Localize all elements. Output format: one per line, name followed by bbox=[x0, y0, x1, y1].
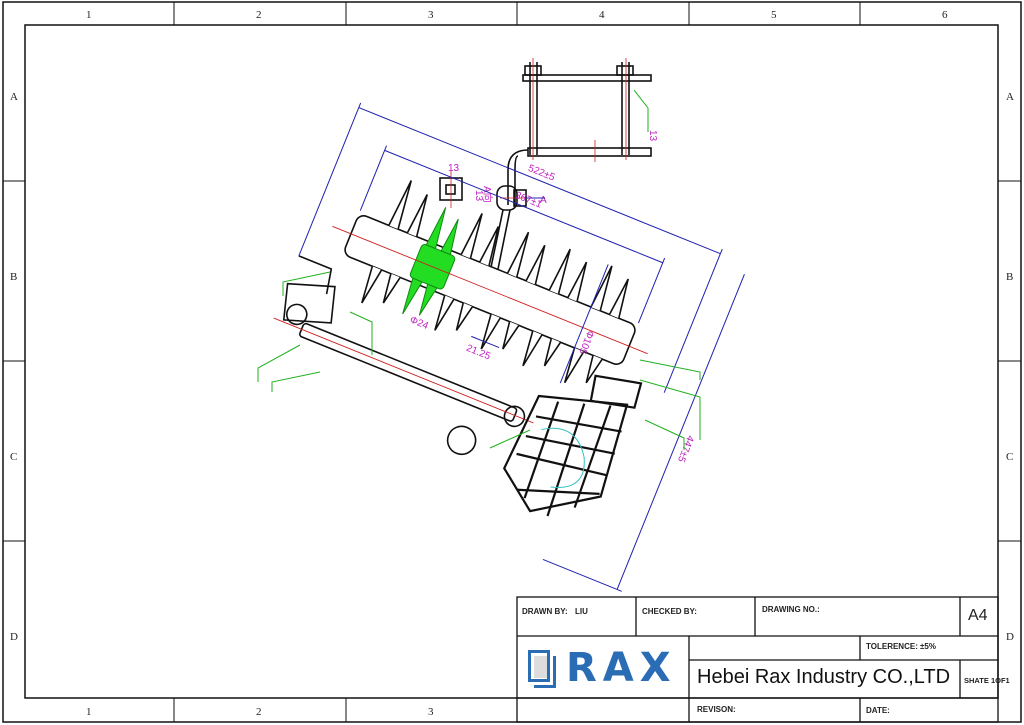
col-label: 4 bbox=[599, 9, 605, 21]
date-label: DATE: bbox=[866, 706, 890, 715]
row-label: C bbox=[10, 451, 17, 463]
dimension-lines bbox=[298, 102, 745, 592]
tolerance-value: ±5% bbox=[920, 642, 936, 651]
drawn-by-value: LIU bbox=[575, 607, 588, 616]
shed-spacing-dimension: 21.25 bbox=[465, 343, 493, 363]
bolt-side-label: 13 bbox=[473, 190, 484, 202]
fuse-cutout-assembly: 522±5 367±1 21.25 Φ24 Φ105 447±5 bbox=[273, 102, 745, 592]
row-label: A bbox=[10, 91, 18, 103]
tolerance-label: TOLERENCE: bbox=[866, 642, 918, 651]
revision-label: REVISON: bbox=[697, 705, 736, 714]
drawn-by-label: DRAWN BY: bbox=[522, 607, 568, 616]
col-label: 2 bbox=[256, 706, 262, 718]
overall-length-dimension: 522±5 bbox=[526, 163, 556, 184]
drawing-no-label: DRAWING NO.: bbox=[762, 605, 820, 614]
leader-line bbox=[633, 89, 649, 132]
sheet-number: SHATE 1OF1 bbox=[964, 676, 1010, 685]
company-name: Hebei Rax Industry CO.,LTD bbox=[697, 666, 951, 688]
col-label: 2 bbox=[256, 9, 262, 21]
zone-dividers bbox=[3, 2, 1021, 722]
insulator-axis bbox=[332, 225, 648, 355]
insulator-length-dimension: 367±1 bbox=[513, 190, 543, 211]
row-label: C bbox=[1006, 451, 1013, 463]
col-label: 1 bbox=[86, 706, 92, 718]
zone-labels: 1 2 3 4 5 6 1 2 3 A B C D A B C D bbox=[10, 9, 1014, 718]
row-label: B bbox=[1006, 271, 1013, 283]
row-label: B bbox=[10, 271, 17, 283]
part-leaders bbox=[257, 271, 701, 450]
rax-logo-text: RAX bbox=[566, 645, 677, 691]
bracket-width-label: 13 bbox=[647, 130, 658, 142]
col-label: 6 bbox=[942, 9, 948, 21]
rax-logo-icon bbox=[528, 650, 558, 688]
row-label: A bbox=[1006, 91, 1014, 103]
fuse-axis bbox=[273, 317, 534, 424]
section-label: A bbox=[540, 195, 547, 206]
inner-border bbox=[24, 24, 999, 699]
row-label: D bbox=[10, 631, 18, 643]
arc-chute-cage bbox=[502, 374, 643, 517]
row-label: D bbox=[1006, 631, 1014, 643]
checked-by-label: CHECKED BY: bbox=[642, 607, 697, 616]
hidden-line bbox=[541, 427, 585, 488]
section-view-label: A向 bbox=[481, 186, 494, 203]
paper-size: A4 bbox=[968, 607, 988, 624]
col-label: 1 bbox=[86, 9, 92, 21]
col-label: 3 bbox=[428, 706, 434, 718]
bracket-centerlines bbox=[450, 58, 627, 208]
bolt-square-label: 13 bbox=[448, 163, 460, 174]
core-diameter-dimension: Φ24 bbox=[408, 315, 430, 333]
col-label: 5 bbox=[771, 9, 777, 21]
col-label: 3 bbox=[428, 9, 434, 21]
